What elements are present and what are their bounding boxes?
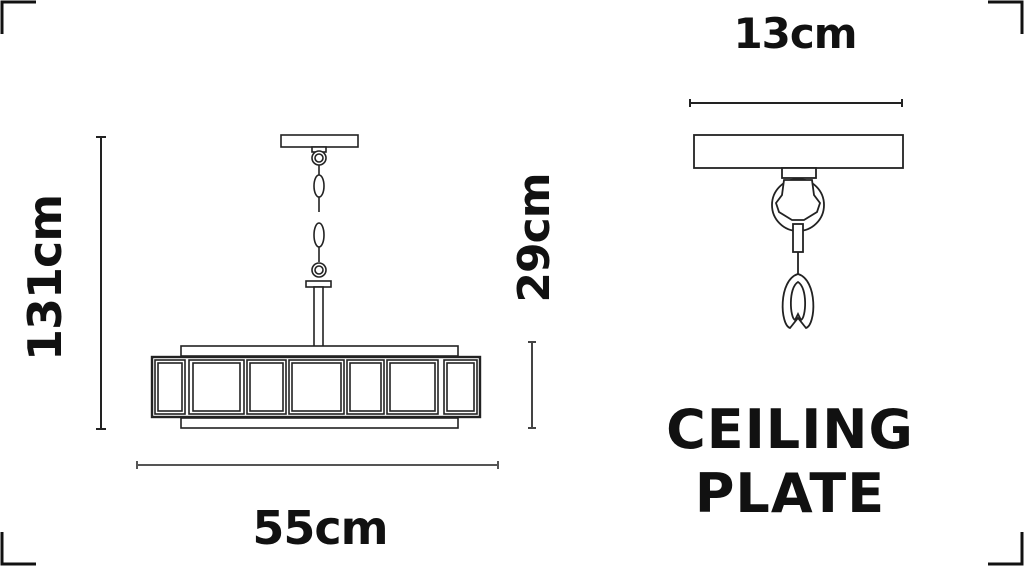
corner-mark-top-left bbox=[0, 0, 36, 34]
shade-width-label: 55cm bbox=[252, 501, 388, 555]
ceiling-plate-title: CEILING PLATE bbox=[640, 398, 940, 526]
shade-top-band bbox=[180, 345, 459, 357]
corner-mark-bottom-right bbox=[988, 532, 1024, 566]
shade-height-label: 29cm bbox=[509, 173, 560, 303]
shade-width-dimension-line bbox=[136, 461, 499, 469]
overall-height-dimension-line bbox=[96, 136, 106, 430]
shade-bottom-band bbox=[180, 417, 459, 429]
title-line-1: CEILING bbox=[666, 398, 914, 461]
corner-mark-bottom-left bbox=[0, 532, 36, 566]
ceiling-plate-width-dimension-line bbox=[689, 99, 903, 107]
canopy bbox=[280, 134, 359, 148]
stem bbox=[313, 286, 324, 348]
ceiling-plate-detail-drawing bbox=[693, 134, 904, 330]
pendant-light-drawing bbox=[150, 134, 482, 429]
shade-panels bbox=[154, 359, 478, 415]
corner-mark-top-right bbox=[988, 0, 1024, 34]
title-line-2: PLATE bbox=[694, 462, 886, 525]
ceiling-plate bbox=[693, 134, 904, 169]
shade-height-dimension-line bbox=[528, 341, 536, 429]
ceiling-plate-width-label: 13cm bbox=[733, 9, 857, 58]
overall-height-label: 131cm bbox=[18, 194, 72, 361]
